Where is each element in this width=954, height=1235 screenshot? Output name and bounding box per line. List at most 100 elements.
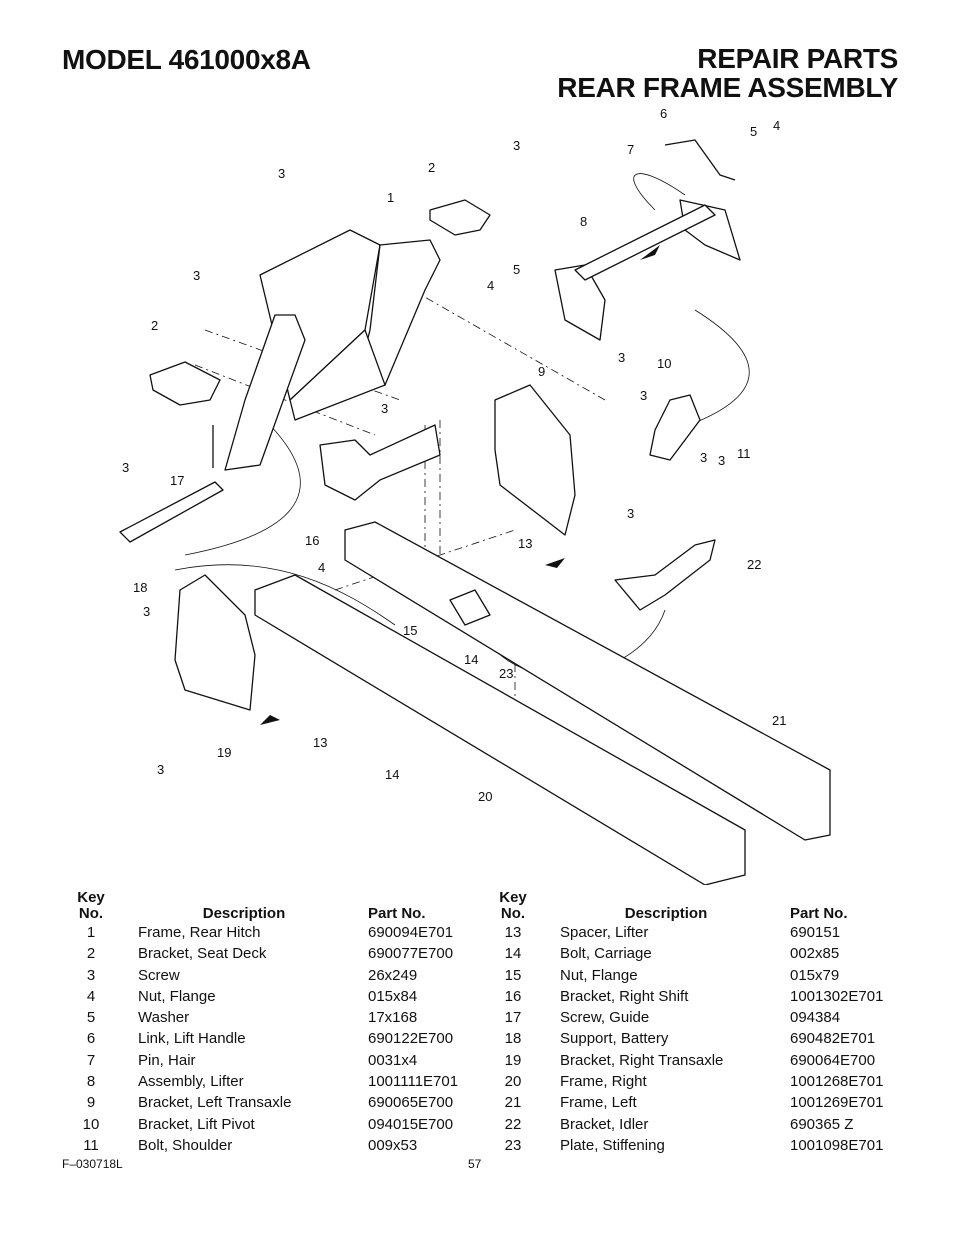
part-description: Washer xyxy=(138,1009,190,1027)
callout: 10 xyxy=(657,356,671,371)
callout: 9 xyxy=(538,364,545,379)
part-number: 002x85 xyxy=(790,945,840,963)
callout: 13 xyxy=(518,536,532,551)
key-number: 8 xyxy=(86,1073,96,1091)
callout: 3 xyxy=(700,450,707,465)
callout: 5 xyxy=(513,262,520,277)
part-number: 17x168 xyxy=(368,1009,418,1027)
callout: 1 xyxy=(387,190,394,205)
part-number: 690151 xyxy=(790,924,841,941)
callout: 4 xyxy=(318,560,325,575)
key-number: 14 xyxy=(504,945,522,963)
idler-bracket xyxy=(614,539,716,611)
part-description: Bolt, Carriage xyxy=(560,945,652,963)
part-number: 690094E701 xyxy=(368,924,454,941)
part-number: 690365 Z xyxy=(790,1115,854,1133)
part-no-header: Part No. xyxy=(368,905,426,922)
table-row: 4 Nut, Flange 015x84 xyxy=(62,986,458,1007)
callout: 3 xyxy=(381,401,388,416)
callout: 3 xyxy=(618,350,625,365)
arrow xyxy=(545,558,565,568)
callout: 4 xyxy=(773,118,780,133)
key-number: 4 xyxy=(86,987,96,1005)
part-number: 015x79 xyxy=(790,966,840,984)
seat-deck-bracket xyxy=(429,199,491,236)
key-number: 1 xyxy=(86,924,96,941)
part-description: Link, Lift Handle xyxy=(138,1030,246,1048)
part-number: 1001098E701 xyxy=(790,1136,884,1154)
key-number: 21 xyxy=(504,1094,522,1112)
key-number: 19 xyxy=(504,1051,522,1069)
page-title-line1: REPAIR PARTS xyxy=(697,43,898,74)
part-number: 26x249 xyxy=(368,966,418,984)
callout: 23 xyxy=(499,666,513,681)
callout: 7 xyxy=(627,142,634,157)
callout: 3 xyxy=(122,460,129,475)
part-number: 1001111E701 xyxy=(368,1073,459,1091)
key-number: 3 xyxy=(86,966,96,984)
key-number: 10 xyxy=(82,1115,100,1133)
key-number: 9 xyxy=(86,1094,96,1112)
right-shift-bracket xyxy=(319,424,441,501)
callout: 13 xyxy=(313,735,327,750)
left-transaxle-bracket xyxy=(494,384,576,536)
key-number: 11 xyxy=(83,1136,99,1154)
part-number: 015x84 xyxy=(368,987,418,1005)
assembly-curve xyxy=(633,173,686,211)
part-number: 690065E700 xyxy=(368,1094,454,1112)
description-header: Description xyxy=(624,905,708,922)
part-description: Bracket, Seat Deck xyxy=(138,945,267,963)
part-description: Frame, Right xyxy=(560,1073,647,1091)
callout: 21 xyxy=(772,713,786,728)
callout: 3 xyxy=(640,388,647,403)
form-code: F–030718L xyxy=(62,1157,123,1171)
callout: 6 xyxy=(660,106,667,121)
assembly-curve xyxy=(184,419,301,556)
callout: 3 xyxy=(627,506,634,521)
callout: 17 xyxy=(170,473,184,488)
part-number: 690077E700 xyxy=(368,945,454,963)
callout: 3 xyxy=(193,268,200,283)
assembly-line xyxy=(394,279,606,401)
part-number: 1001268E701 xyxy=(790,1073,884,1091)
part-description: Pin, Hair xyxy=(138,1051,196,1069)
key-header: Key No. xyxy=(77,889,105,922)
callout: 22 xyxy=(747,557,761,572)
key-number: 18 xyxy=(504,1030,522,1048)
stiffening-plate xyxy=(449,589,491,626)
table-row: 1 Frame, Rear Hitch 690094E701 xyxy=(62,922,458,943)
callout: 3 xyxy=(513,138,520,153)
callout: 3 xyxy=(157,762,164,777)
part-description: Frame, Rear Hitch xyxy=(138,924,261,941)
part-number: 009x53 xyxy=(368,1136,418,1154)
part-number: 690064E700 xyxy=(790,1051,876,1069)
key-number: 17 xyxy=(504,1009,522,1027)
callout: 8 xyxy=(580,214,587,229)
part-no-header: Part No. xyxy=(790,905,848,922)
right-transaxle-bracket xyxy=(174,574,256,711)
callout: 2 xyxy=(428,160,435,175)
part-number: 690122E700 xyxy=(368,1030,454,1048)
seat-deck-bracket xyxy=(149,361,221,406)
part-number: 094384 xyxy=(790,1009,841,1027)
part-number: 690482E701 xyxy=(790,1030,876,1048)
callout: 5 xyxy=(750,124,757,139)
key-number: 6 xyxy=(86,1030,96,1048)
exploded-parts-diagram: 6 4 5 7 3 2 3 1 8 5 4 3 2 3 10 9 3 3 11 … xyxy=(119,106,831,885)
callout: 18 xyxy=(133,580,147,595)
part-description: Nut, Flange xyxy=(138,987,216,1005)
